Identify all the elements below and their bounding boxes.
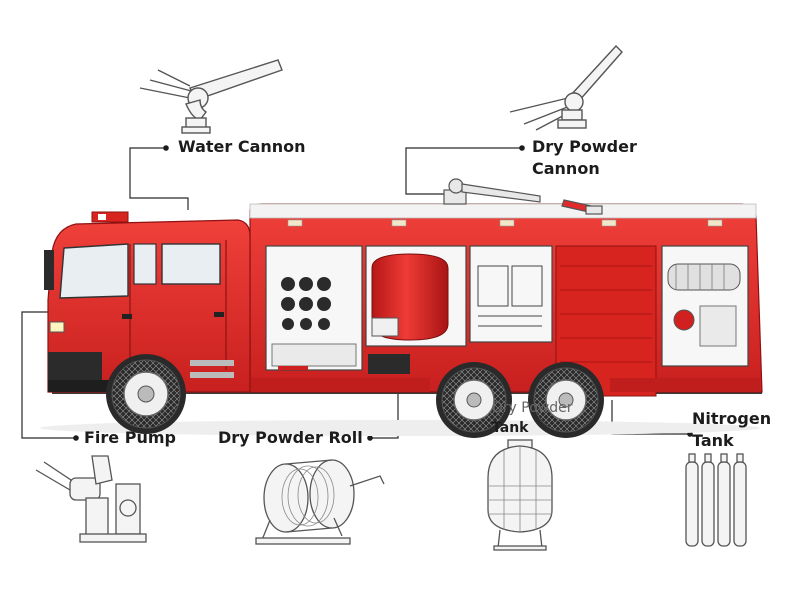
water-cannon-sketch <box>139 59 283 134</box>
label-dry-powder-tank: Dry Powder Tank <box>492 398 573 438</box>
fire-truck <box>40 178 763 436</box>
label-dry-powder-tank-line1: Dry Powder <box>492 400 573 416</box>
rear-wheel-2 <box>528 362 604 438</box>
nitrogen-tank-sketch <box>685 453 747 547</box>
rear-wheel-1 <box>436 362 512 438</box>
dry-powder-tank-sketch <box>487 439 553 551</box>
fire-pump-sketch <box>35 455 147 543</box>
wheels <box>106 354 604 438</box>
label-dry-powder-cannon: Dry Powder Cannon <box>532 136 637 180</box>
front-wheel <box>106 354 186 434</box>
label-dry-powder-cannon-line2: Cannon <box>532 159 600 178</box>
roof-cannon <box>443 178 603 215</box>
label-nitrogen-tank: Nitrogen Tank <box>692 408 771 452</box>
label-nitrogen-tank-line2: Tank <box>692 431 734 450</box>
dry-powder-roll-sketch <box>255 459 385 545</box>
label-dry-powder-cannon-line1: Dry Powder <box>532 137 637 156</box>
label-dry-powder-tank-line2: Tank <box>492 420 529 436</box>
dry-powder-cannon-sketch <box>509 44 623 131</box>
label-fire-pump: Fire Pump <box>84 428 176 447</box>
label-dry-powder-roll: Dry Powder Roll <box>218 428 363 447</box>
label-water-cannon: Water Cannon <box>178 137 306 156</box>
label-nitrogen-tank-line1: Nitrogen <box>692 409 772 428</box>
